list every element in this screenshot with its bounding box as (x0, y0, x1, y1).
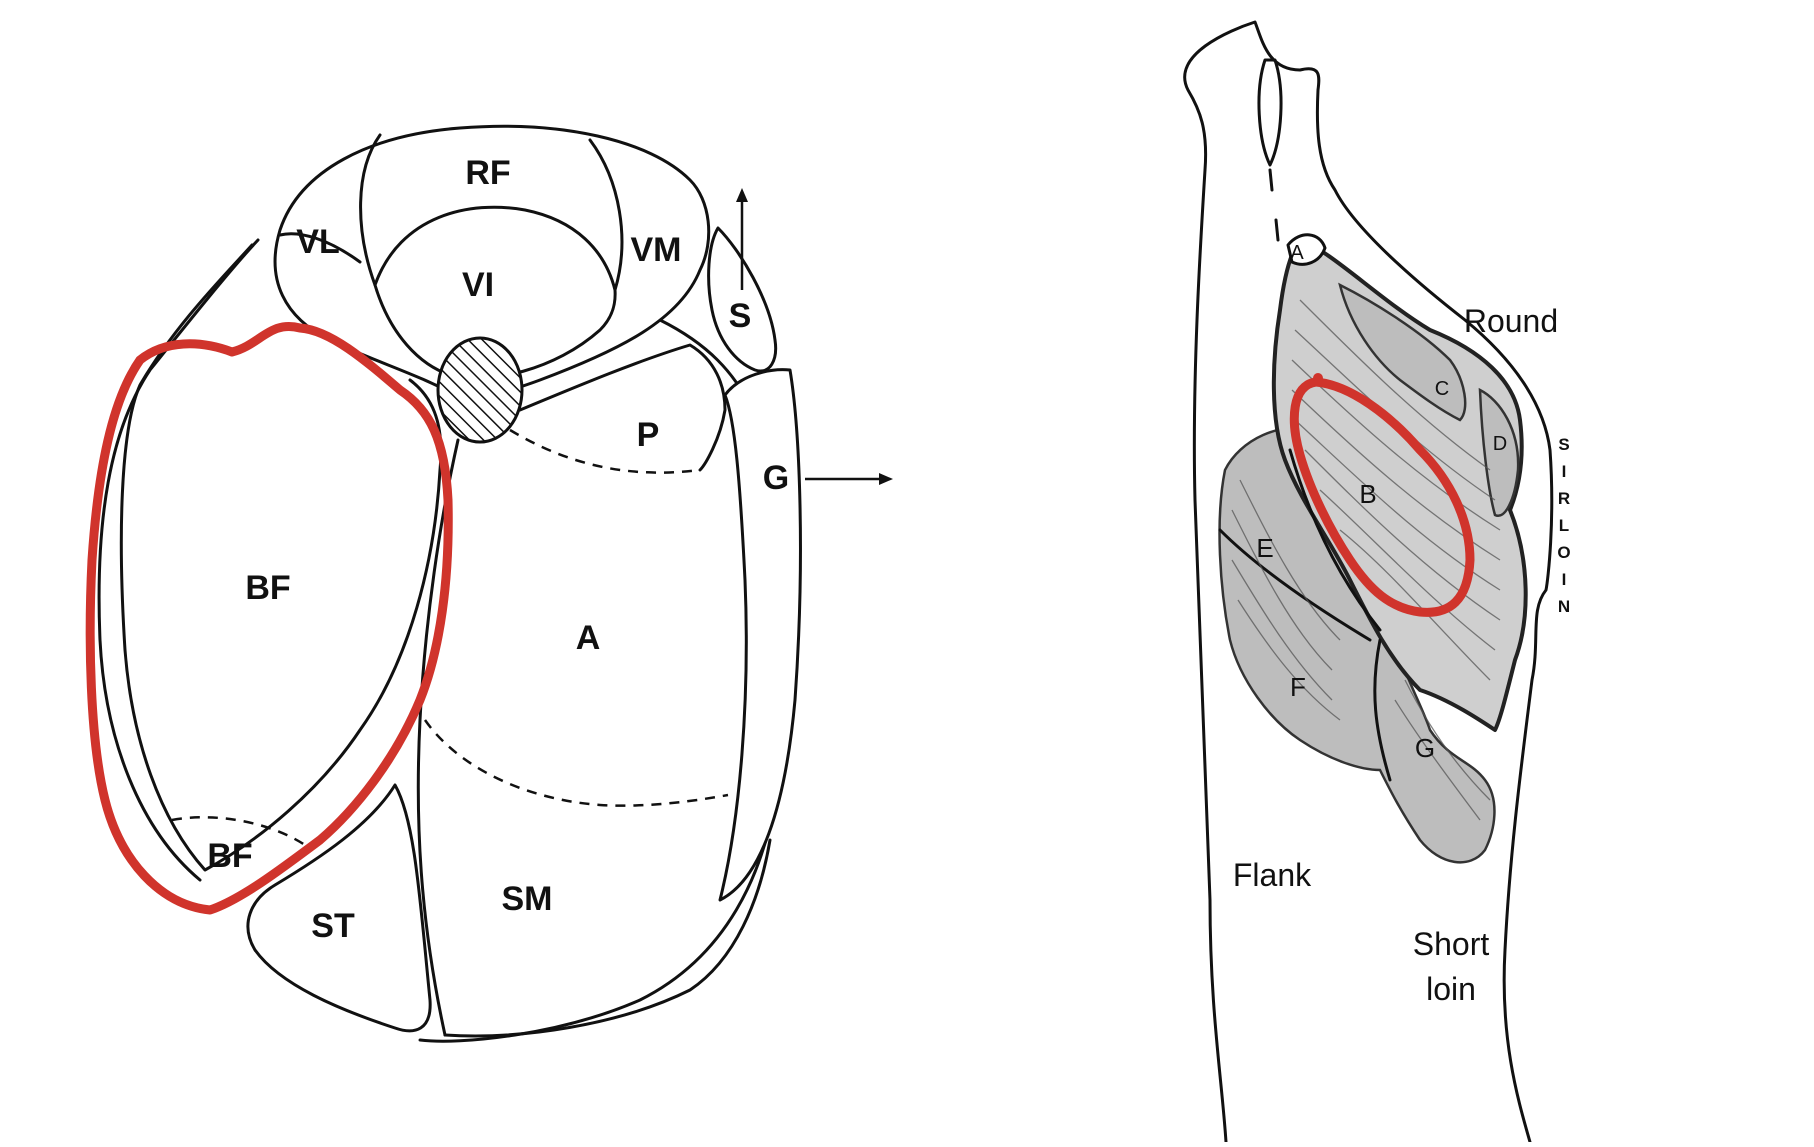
label-s: S (729, 297, 752, 335)
label-rf: RF (465, 154, 510, 192)
label-vm: VM (631, 231, 682, 269)
b-highlight-dot (1313, 373, 1323, 383)
label-f-right: F (1290, 672, 1306, 702)
hind-leg-cross-section: RF VL VI VM S P G BF A BF ST SM (85, 124, 893, 1043)
sirloin-letter: O (1557, 543, 1570, 562)
label-sirloin-vertical: S I R L O I N (1557, 435, 1570, 616)
c-muscle (1338, 282, 1467, 422)
sirloin-letter: N (1558, 597, 1570, 616)
d-muscle (1478, 387, 1520, 517)
label-short-loin-line2: loin (1426, 971, 1476, 1007)
femur-bone (436, 336, 524, 444)
label-vl: VL (296, 223, 339, 261)
label-d-right: D (1493, 433, 1507, 455)
bf-highlight-outline (85, 322, 453, 915)
e-f-divider (1218, 528, 1372, 642)
arrow-right-icon (805, 473, 893, 485)
label-bf-lower: BF (207, 837, 252, 875)
label-a-right: A (1290, 242, 1304, 264)
label-short-loin-line1: Short (1413, 926, 1490, 962)
label-flank: Flank (1233, 857, 1312, 893)
label-st: ST (311, 907, 355, 945)
a-muscle (1286, 233, 1327, 266)
label-b-right: B (1359, 479, 1376, 509)
label-c-right: C (1435, 378, 1449, 400)
sirloin-letter: I (1562, 570, 1567, 589)
label-p: P (637, 416, 660, 454)
label-sm: SM (502, 880, 553, 918)
b-highlight-outline (1289, 377, 1475, 617)
g-muscle (718, 368, 802, 902)
label-g-right: G (1415, 733, 1435, 763)
p-muscle (518, 343, 727, 472)
sm-muscle (443, 838, 772, 1038)
f-g-divider (1373, 638, 1392, 782)
label-a: A (576, 619, 601, 657)
sirloin-letter: R (1558, 489, 1570, 508)
bone-slot (1257, 58, 1283, 167)
vl-divider (278, 232, 362, 264)
spine-line (1268, 168, 1280, 242)
b-e-divider (1288, 448, 1382, 632)
label-vi: VI (462, 266, 494, 304)
label-round: Round (1464, 303, 1558, 339)
a-dashed-boundary (423, 719, 729, 807)
label-bf: BF (245, 569, 290, 607)
s-muscle (707, 226, 778, 373)
bf-muscle (119, 243, 443, 872)
beef-carcass-side: A B C D E F G Round S I R L O I N Flank … (1183, 20, 1571, 1144)
sirloin-letter: I (1562, 462, 1567, 481)
sirloin-letter: L (1559, 516, 1569, 535)
sirloin-letter: S (1558, 435, 1569, 454)
label-e-right: E (1256, 533, 1273, 563)
p-dashed-boundary (509, 428, 701, 474)
round-muscle-group (1271, 238, 1528, 732)
label-g: G (763, 459, 789, 497)
a-sm-divider (416, 438, 460, 1037)
st-muscle (246, 783, 432, 1033)
rf-muscle (359, 133, 624, 292)
carcass-outline (1183, 20, 1554, 1144)
arrow-up-icon (736, 188, 748, 290)
